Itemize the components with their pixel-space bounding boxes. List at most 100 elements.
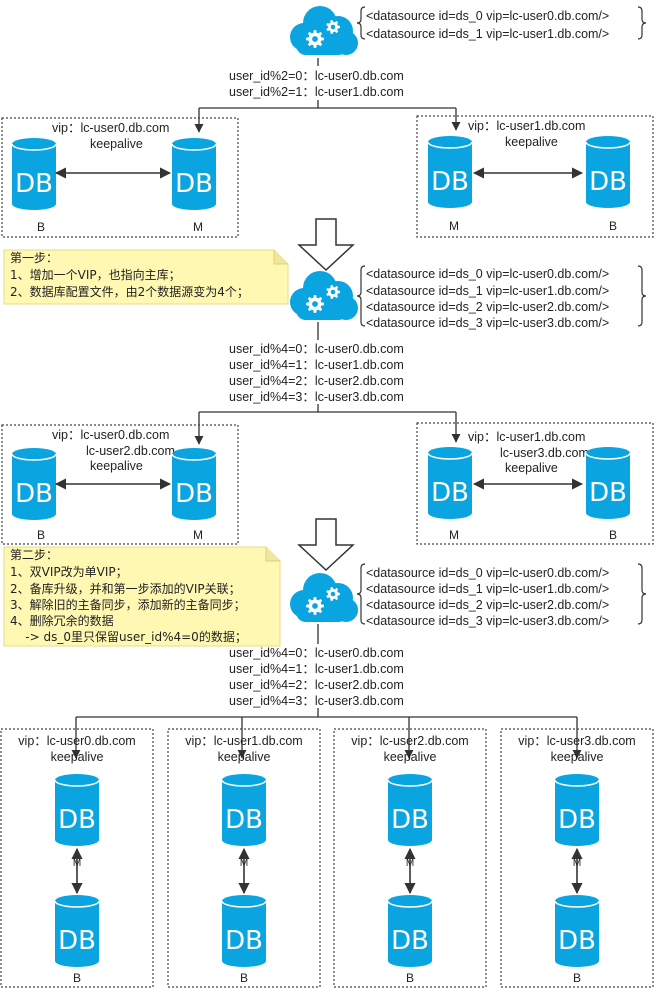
stage3-ds-brace: <datasource id=ds_0 vip=lc-user0.db.com/… [356,563,647,628]
stage3-proxy [290,573,358,622]
keepalive-label: keepalive [90,459,143,473]
stage2-group-1: vip：lc-user1.db.com lc-user3.db.com keep… [416,422,654,545]
note-line: 1、增加一个VIP，也指向主库； [10,267,181,282]
vip-label: vip：lc-user0.db.com [18,734,135,748]
route-line: user_id%2=1：lc-user1.db.com [229,85,404,99]
vip-label: vip：lc-user0.db.com [52,121,169,135]
keepalive-label: keepalive [218,750,271,764]
vip-label: lc-user2.db.com [86,444,175,458]
route-line: user_id%4=2：lc-user2.db.com [229,374,404,388]
keepalive-label: keepalive [551,750,604,764]
database-icon: DB [171,448,217,520]
role-label: M [193,528,203,542]
role-label: B [73,971,81,985]
database-icon: DB [585,447,631,519]
ds-line: <datasource id=ds_3 vip=lc-user3.db.com/… [366,614,609,628]
database-icon: DB [221,774,267,846]
route-line: user_id%4=0：lc-user0.db.com [229,646,404,660]
transition-arrow [297,518,355,572]
role-label: B [37,528,45,542]
role-label: M [240,858,248,869]
vip-label: vip：lc-user0.db.com [52,428,169,442]
db-label: DB [15,169,53,199]
keepalive-label: keepalive [505,461,558,475]
database-icon: DB [11,138,57,210]
route-line: user_id%4=0：lc-user0.db.com [229,342,404,356]
vip-label: vip：lc-user1.db.com [468,430,585,444]
db-label: DB [558,805,596,835]
role-label: M [573,858,581,869]
role-label: B [406,971,414,985]
database-icon: DB [554,774,600,846]
route-line: user_id%4=2：lc-user2.db.com [229,678,404,692]
db-label: DB [431,478,469,508]
database-icon: DB [387,774,433,846]
note-line: -> ds_0里只保留user_id%4=0的数据； [10,629,247,644]
cloud-gear-icon [290,573,358,622]
vip-label: lc-user3.db.com [500,446,589,460]
keepalive-label: keepalive [51,750,104,764]
vip-label: vip：lc-user2.db.com [351,734,468,748]
role-label: B [609,528,617,542]
role-label: B [609,219,617,233]
database-icon: DB [585,136,631,208]
db-label: DB [589,478,627,508]
note-step2: 第二步： 1、双VIP改为单VIP； 2、备库升级，并和第一步添加的VIP关联；… [3,546,281,647]
ds-line: <datasource id=ds_1 vip=lc-user1.db.com/… [366,27,609,41]
db-label: DB [175,479,213,509]
route-line: user_id%4=3：lc-user3.db.com [229,390,404,404]
role-label: B [37,220,45,234]
stage3-connectors [71,624,582,759]
ds-line: <datasource id=ds_1 vip=lc-user1.db.com/… [366,284,609,298]
note-step1: 第一步： 1、增加一个VIP，也指向主库； 2、数据库配置文件，由2个数据源变为… [3,249,289,305]
route-line: user_id%2=0：lc-user0.db.com [229,69,404,83]
keepalive-label: keepalive [384,750,437,764]
stage2-connectors [194,322,461,445]
route-line: user_id%4=1：lc-user1.db.com [229,358,404,372]
db-label: DB [391,805,429,835]
database-icon: DB [221,895,267,967]
database-icon: DB [554,895,600,967]
database-icon: DB [11,448,57,520]
stage1-ds-brace: <datasource id=ds_0 vip=lc-user0.db.com/… [356,6,647,41]
cloud-gear-icon [290,271,358,320]
note-line: 第一步： [10,251,58,265]
route-line: user_id%4=1：lc-user1.db.com [229,662,404,676]
transition-arrow [297,218,355,272]
note-line: 4、删除冗余的数据 [10,613,114,628]
note-line: 2、数据库配置文件，由2个数据源变为4个； [10,284,249,299]
database-icon: DB [171,138,217,210]
ds-line: <datasource id=ds_0 vip=lc-user0.db.com/… [366,267,609,281]
note-line: 3、解除旧的主备同步，添加新的主备同步； [10,597,246,612]
stage2-routes: user_id%4=0：lc-user0.db.com user_id%4=1：… [229,342,404,404]
db-label: DB [58,926,96,956]
vip-label: vip：lc-user1.db.com [185,734,302,748]
keepalive-label: keepalive [90,137,143,151]
db-label: DB [175,169,213,199]
stage1-group-1: vip：lc-user1.db.com keepalive DB DB M B [416,115,654,238]
role-label: M [406,858,414,869]
database-icon: DB [387,895,433,967]
ds-line: <datasource id=ds_2 vip=lc-user2.db.com/… [366,300,609,314]
stage1-connectors [194,58,461,133]
ds-line: <datasource id=ds_3 vip=lc-user3.db.com/… [366,316,609,330]
role-label: B [240,971,248,985]
note-line: 第二步： [10,548,58,562]
db-label: DB [58,805,96,835]
note-line: 2、备库升级，并和第一步添加的VIP关联； [10,581,241,596]
db-label: DB [225,926,263,956]
database-icon: DB [427,447,473,519]
database-icon: DB [54,895,100,967]
ds-line: <datasource id=ds_1 vip=lc-user1.db.com/… [366,582,609,596]
stage1-routes: user_id%2=0：lc-user0.db.com user_id%2=1：… [229,69,404,99]
db-label: DB [589,167,627,197]
role-label: M [73,858,81,869]
ds-line: <datasource id=ds_0 vip=lc-user0.db.com/… [366,566,609,580]
database-icon: DB [427,136,473,208]
ds-line: <datasource id=ds_0 vip=lc-user0.db.com/… [366,9,609,23]
role-label: M [193,220,203,234]
